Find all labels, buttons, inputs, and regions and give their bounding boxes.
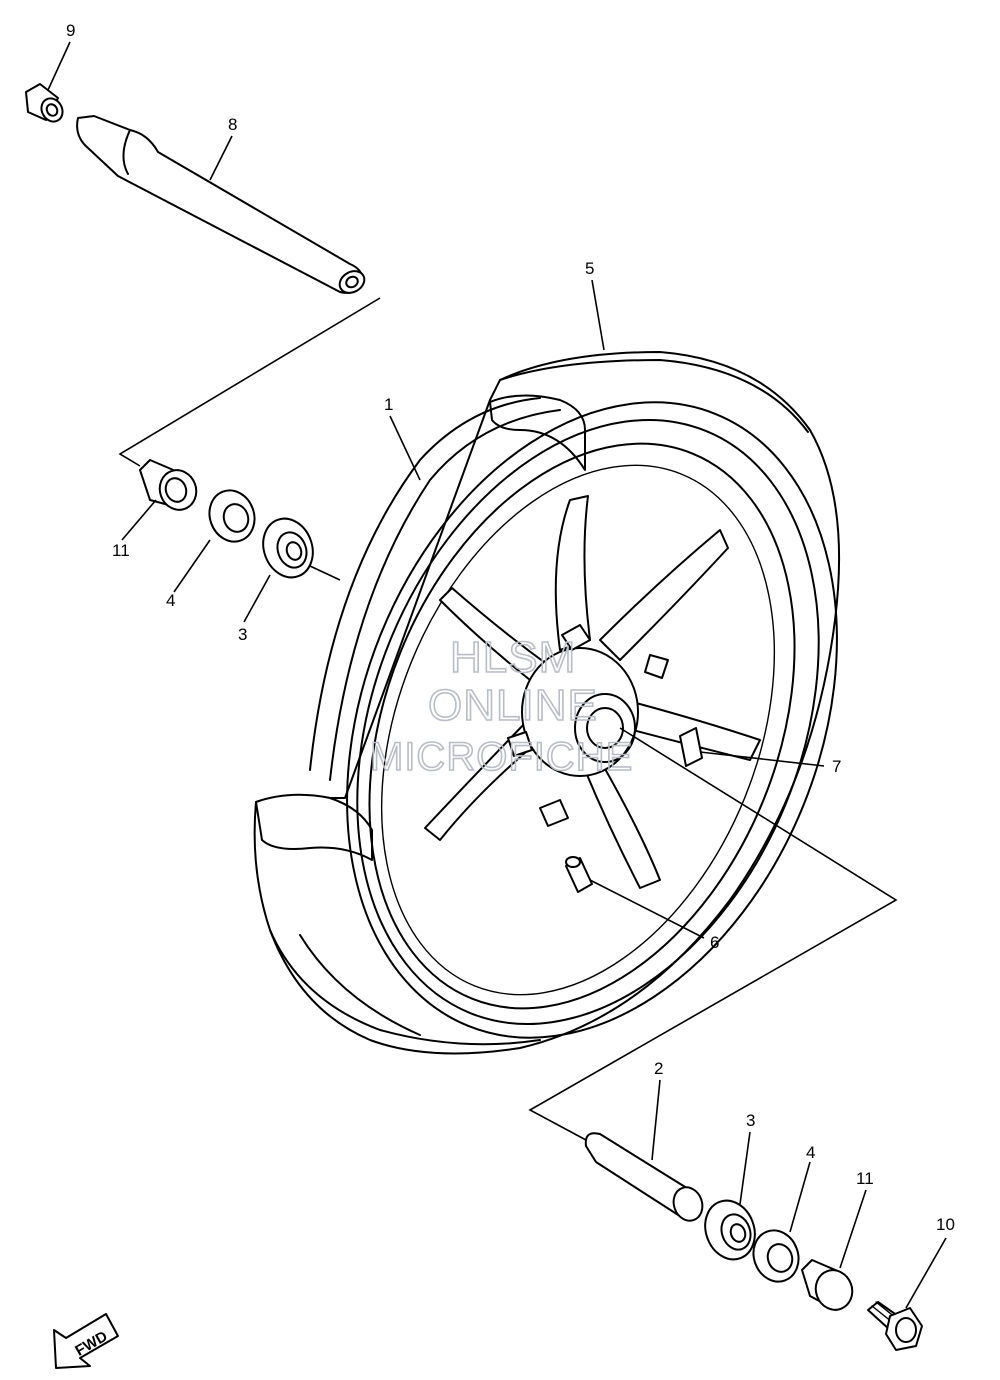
rim-rear-edge-2 [309, 397, 541, 771]
watermark-line-3: MICROFICHE [370, 735, 633, 779]
bearing-part-3-left [262, 517, 314, 579]
front-axle-part-8 [76, 115, 366, 294]
tire-tread-back [499, 359, 809, 433]
tire-cutaway-top [489, 394, 586, 471]
callout-11-right: 11 [856, 1169, 874, 1188]
callout-10: 10 [936, 1215, 955, 1234]
rim-well-ring [380, 464, 776, 996]
rim-flange-ring [356, 419, 820, 1025]
leader-lines [47, 41, 947, 1309]
disc-boss-top [561, 624, 591, 651]
collar-part-11-right [801, 1259, 854, 1311]
fwd-arrow-icon [53, 1313, 119, 1369]
callout-1: 1 [384, 395, 393, 414]
callout-2: 2 [654, 1059, 663, 1078]
tire-wheel-assembly [253, 351, 841, 1055]
callout-4-right: 4 [806, 1143, 815, 1162]
callout-6: 6 [710, 933, 719, 952]
spacer-part-2 [584, 1132, 704, 1222]
disc-boss-bottom [539, 799, 569, 827]
tire-cutaway-bottom [255, 793, 373, 861]
tire-valve [565, 856, 593, 893]
rim-inner-ring [368, 442, 796, 1010]
tire-tread-curve [299, 934, 421, 1036]
disc-boss-right [644, 654, 669, 679]
callout-3-left: 3 [238, 625, 247, 644]
callout-numbers: 9 8 5 1 11 4 3 7 6 2 3 4 11 10 [66, 21, 955, 1234]
hub-outer [521, 647, 639, 777]
balance-weight [679, 727, 703, 767]
callout-7: 7 [832, 757, 841, 776]
collar-part-11-left [139, 459, 198, 511]
oil-seal-part-4-left [208, 489, 256, 543]
watermark-line-1: HLSM [450, 633, 576, 682]
tire-tread-lower [269, 929, 541, 1046]
callout-9: 9 [66, 21, 75, 40]
callout-3-right: 3 [746, 1111, 755, 1130]
collar-part-9 [25, 83, 64, 123]
hub-bore [586, 707, 624, 749]
callout-8: 8 [228, 115, 237, 134]
hub-mid [574, 693, 636, 763]
oil-seal-part-4-right [752, 1229, 800, 1283]
callout-5: 5 [585, 259, 594, 278]
disc-boss-left [507, 731, 533, 757]
callout-11-left: 11 [112, 541, 130, 560]
rim-outer-ring [346, 401, 838, 1039]
fwd-direction-arrow: FWD [53, 1313, 119, 1369]
watermark-line-2: ONLINE [428, 681, 598, 730]
bolt-part-10 [867, 1301, 923, 1351]
rim-rear-edge [329, 409, 561, 781]
callout-4-left: 4 [166, 591, 175, 610]
watermark: HLSM ONLINE MICROFICHE [369, 632, 633, 780]
bearing-part-3-right [704, 1199, 756, 1261]
